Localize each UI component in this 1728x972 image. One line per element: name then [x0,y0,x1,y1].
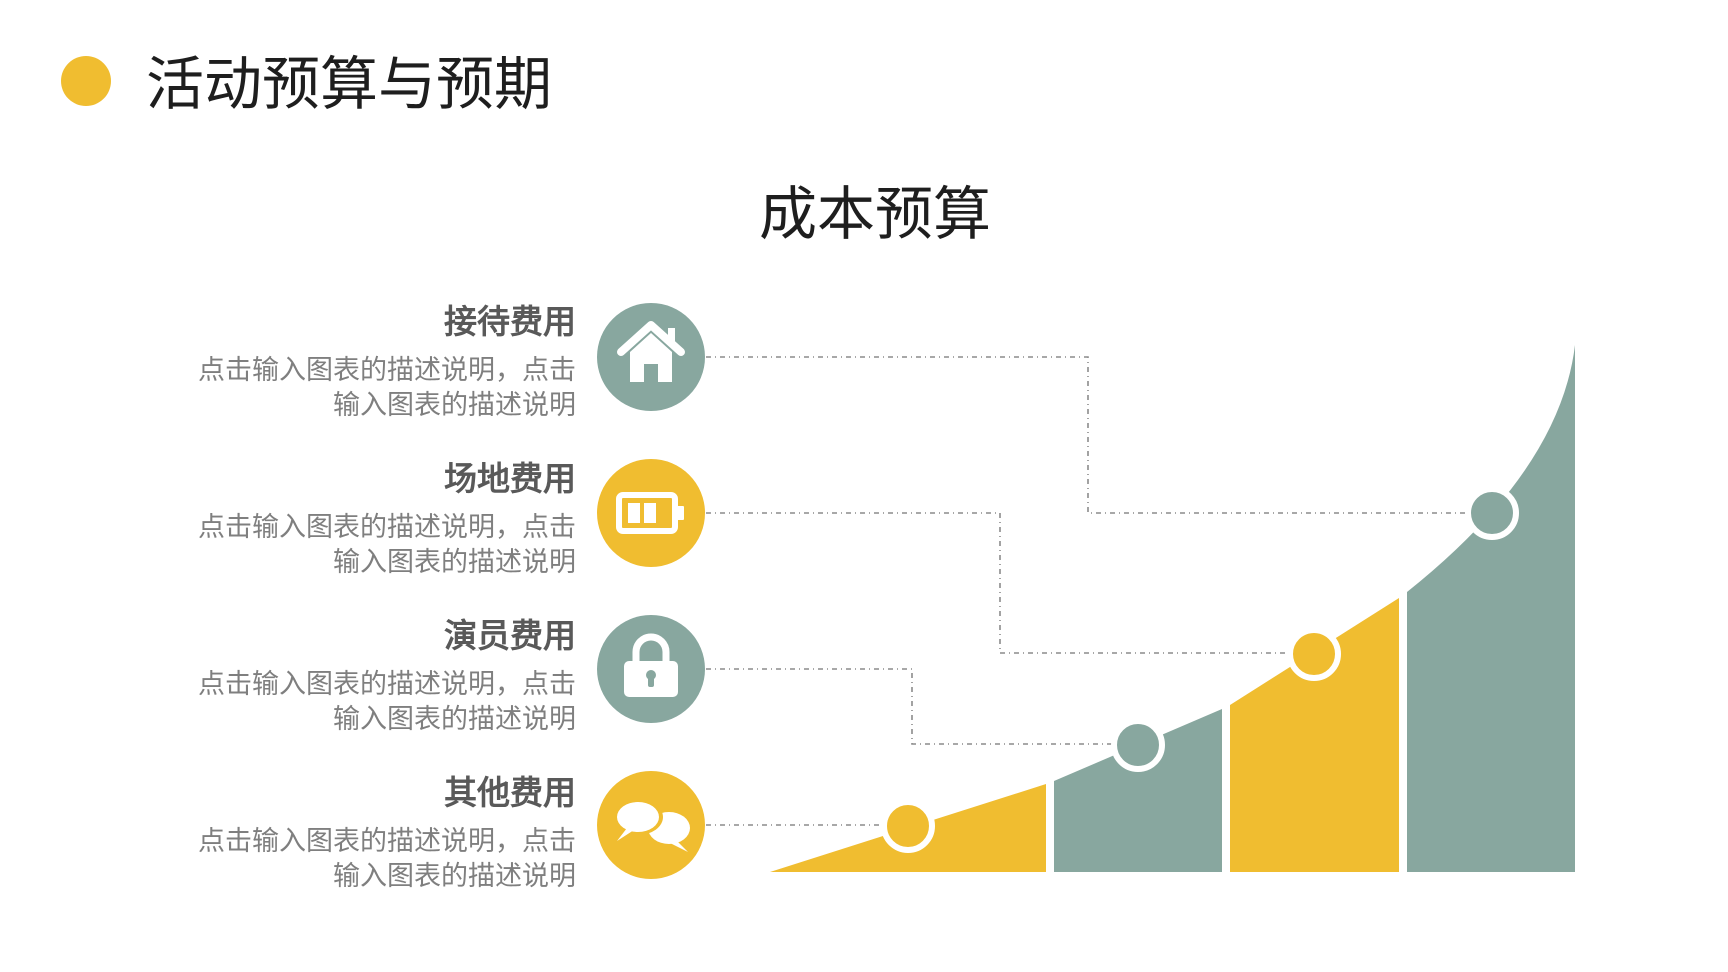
title-bullet-dot [61,56,111,106]
item-heading-reception: 接待费用 [444,302,576,341]
item-desc-line: 点击输入图表的描述说明，点击 [198,669,576,700]
icon-badge-other [597,771,705,879]
diagram-title: 成本预算 [0,176,1728,252]
connector-line-venue [706,512,1314,654]
growth-segment-2 [1054,709,1222,872]
item-heading-venue: 场地费用 [444,459,576,498]
item-desc-venue: 点击输入图表的描述说明，点击 输入图表的描述说明 [156,510,576,580]
icon-badge-reception [597,303,705,411]
lock-icon [624,633,678,697]
connector-line-performers [706,668,1138,745]
growth-segment-3 [1230,598,1399,872]
item-desc-line: 点击输入图表的描述说明，点击 [198,355,576,386]
item-desc-line: 输入图表的描述说明 [333,704,576,735]
curve-marker-2 [1111,718,1165,772]
icon-badge-performers [597,615,705,723]
growth-segment-4 [1407,345,1575,872]
item-desc-line: 点击输入图表的描述说明，点击 [198,512,576,543]
chat-bubbles-icon [613,799,690,852]
connector-line-reception [706,356,1492,514]
item-heading-other: 其他费用 [444,773,576,812]
battery-icon [616,492,684,534]
item-desc-reception: 点击输入图表的描述说明，点击 输入图表的描述说明 [156,353,576,423]
item-desc-line: 输入图表的描述说明 [333,390,576,421]
item-desc-other: 点击输入图表的描述说明，点击 输入图表的描述说明 [156,824,576,894]
curve-marker-1 [881,799,935,853]
curve-marker-4 [1465,486,1519,540]
item-desc-performers: 点击输入图表的描述说明，点击 输入图表的描述说明 [156,667,576,737]
connector-lines [706,356,1492,826]
diagram-title-text: 成本预算 [758,180,991,248]
curve-marker-3 [1287,627,1341,681]
page-title: 活动预算与预期 [146,50,553,118]
item-desc-line: 点击输入图表的描述说明，点击 [198,826,576,857]
icon-badge-venue [597,459,705,567]
item-desc-line: 输入图表的描述说明 [333,547,576,578]
item-desc-line: 输入图表的描述说明 [333,861,576,892]
item-heading-performers: 演员费用 [444,616,576,655]
home-icon [617,321,685,382]
